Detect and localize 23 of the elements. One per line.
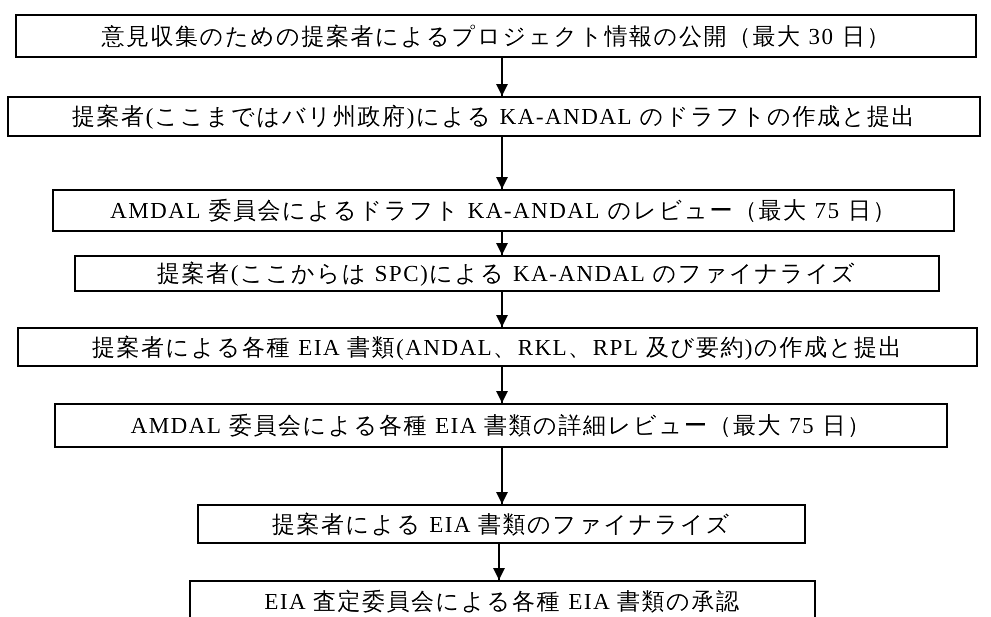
step-text: 提案者による EIA 書類のファイナライズ xyxy=(272,510,732,538)
step-text: EIA 査定委員会による各種 EIA 書類の承認 xyxy=(264,588,741,616)
arrow xyxy=(493,544,505,580)
step-text: AMDAL 委員会による各種 EIA 書類の詳細レビュー（最大 75 日） xyxy=(130,412,872,440)
arrow xyxy=(496,292,508,327)
step-text: 提案者(ここからは SPC)による KA-ANDAL のファイナライズ xyxy=(157,260,857,288)
arrow xyxy=(496,448,508,504)
step-text: AMDAL 委員会によるドラフト KA-ANDAL のレビュー（最大 75 日） xyxy=(110,197,897,225)
process-box xyxy=(189,580,816,617)
process-box xyxy=(54,403,948,448)
process-box xyxy=(74,255,940,292)
arrow xyxy=(496,137,508,189)
process-box xyxy=(52,189,955,232)
process-box xyxy=(197,504,806,544)
arrow xyxy=(496,58,508,96)
process-box xyxy=(7,96,981,137)
step-text: 意見収集のための提案者によるプロジェクト情報の公開（最大 30 日） xyxy=(101,22,891,50)
process-box xyxy=(17,327,978,367)
arrow xyxy=(496,232,508,255)
step-text: 提案者(ここまではバリ州政府)による KA-ANDAL のドラフトの作成と提出 xyxy=(72,103,916,131)
arrow xyxy=(496,367,508,403)
step-text: 提案者による各種 EIA 書類(ANDAL、RKL、RPL 及び要約)の作成と提出 xyxy=(92,334,903,362)
process-box xyxy=(15,14,977,58)
